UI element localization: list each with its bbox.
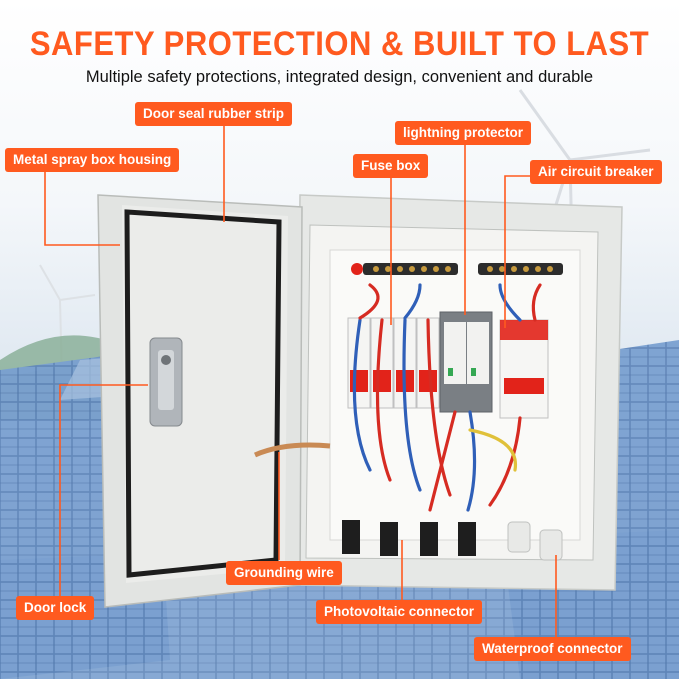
callout-lightning-protector: lightning protector [395, 121, 531, 145]
page-subtitle: Multiple safety protections, integrated … [85, 68, 594, 86]
callout-door-lock: Door lock [16, 596, 95, 620]
page-title: SAFETY PROTECTION & BUILT TO LAST [29, 24, 650, 63]
callout-housing: Metal spray box housing [5, 148, 180, 172]
callout-air-breaker: Air circuit breaker [530, 160, 662, 184]
callout-photovoltaic-connector: Photovoltaic connector [316, 600, 483, 624]
callout-fuse-box: Fuse box [353, 154, 429, 178]
callout-grounding-wire: Grounding wire [226, 561, 342, 585]
callout-waterproof-connector: Waterproof connector [474, 637, 631, 661]
callout-door-seal: Door seal rubber strip [135, 102, 293, 126]
